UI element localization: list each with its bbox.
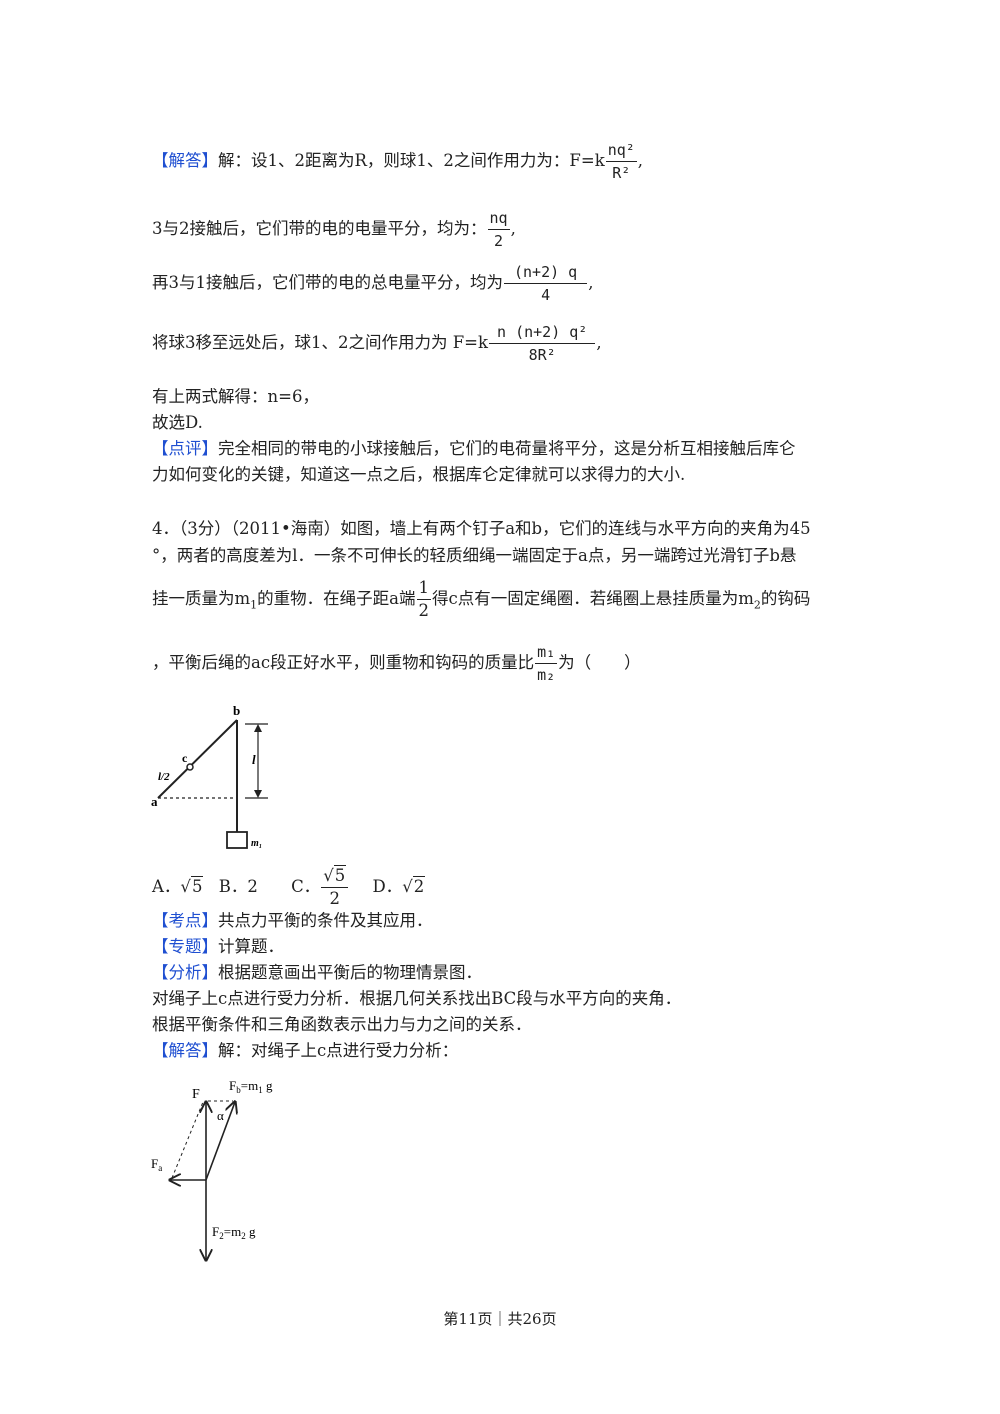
fraction-numerator: √5 xyxy=(321,865,349,888)
fraction-denominator: 2 xyxy=(418,601,430,620)
answer-tag: 【解答】 xyxy=(152,151,218,170)
label-c: c xyxy=(182,751,188,765)
comment-line-2: 力如何变化的关键，知道这一点之后，根据库仑定律就可以求得力的大小. xyxy=(152,465,686,484)
option-b: B．2 xyxy=(218,877,258,896)
label-alpha: α xyxy=(217,1108,224,1123)
solution-line: 【解答】解：对绳子上c点进行受力分析： xyxy=(152,1040,458,1062)
question-text: ，平衡后绳的ac段正好水平，则重物和钩码的质量比 xyxy=(152,653,535,672)
label-m1: m₁ xyxy=(251,838,262,849)
analysis-line-3: 根据平衡条件和三角函数表示出力与力之间的关系． xyxy=(152,1015,532,1034)
topic-line: 【专题】计算题． xyxy=(152,936,284,958)
option-d-label: D． xyxy=(372,877,403,896)
option-c-value: √5 2 xyxy=(321,865,349,909)
knowledge-tag: 【考点】 xyxy=(152,911,218,930)
radicand: 2 xyxy=(412,876,426,896)
page-footer: 第11页｜共26页 xyxy=(443,1310,557,1328)
option-a-label: A． xyxy=(152,877,181,896)
label-half-l: l/2 xyxy=(158,771,170,783)
sqrt-expression: √5 xyxy=(323,865,347,886)
fraction-denominator: R² xyxy=(612,164,631,182)
label-l: l xyxy=(252,752,256,767)
analysis-line-2: 对绳子上c点进行受力分析．根据几何关系找出BC段与水平方向的夹角． xyxy=(152,989,682,1008)
comment-tag: 【点评】 xyxy=(152,439,218,458)
analysis-text: 根据题意画出平衡后的物理情景图． xyxy=(218,963,482,982)
fraction-numerator: 1 xyxy=(416,578,431,600)
label-F2: F2=m2 g xyxy=(212,1224,256,1241)
option-c-label: C． xyxy=(291,877,321,896)
punctuation: , xyxy=(596,333,602,352)
option-a-value: √5 xyxy=(180,876,204,898)
fraction-mass-ratio: m₁ m₂ xyxy=(535,642,558,685)
answer-text-1: 解：设1、2距离为R，则球1、2之间作用力为：F=k xyxy=(218,151,605,170)
punctuation: , xyxy=(637,151,644,170)
fraction-numerator: (n+2) q xyxy=(504,262,588,284)
answer-line-6: 故选D. xyxy=(152,413,203,432)
fraction-denominator: 2 xyxy=(329,889,340,908)
option-d-value: √2 xyxy=(402,876,426,898)
question-figure: b c a l/2 l m₁ xyxy=(151,703,268,849)
force-diagram: F Fb=m1 g α Fa F2=m2 g xyxy=(151,1078,273,1270)
subscript: 2 xyxy=(753,598,761,612)
question-text: 挂一质量为m xyxy=(152,589,251,608)
label-a: a xyxy=(151,794,158,809)
fraction-force-1: nq² R² xyxy=(605,140,637,183)
solution-tag: 【解答】 xyxy=(152,1041,218,1060)
subscript: 1 xyxy=(250,598,258,612)
comment-text-1: 完全相同的带电的小球接触后，它们的电荷量将平分，这是分析互相接触后库仑 xyxy=(218,439,796,458)
question-text: 的钩码 xyxy=(760,589,811,608)
question-text: 得c点有一固定绳圈．若绳圈上悬挂质量为m xyxy=(432,589,754,608)
question-text: 为（ ） xyxy=(558,653,641,672)
comment-line-1: 【点评】完全相同的带电的小球接触后，它们的电荷量将平分，这是分析互相接触后库仑 xyxy=(152,438,796,460)
topic-tag: 【专题】 xyxy=(152,937,218,956)
radicand: 5 xyxy=(190,876,204,896)
answer-line-2: 3与2接触后，它们带的电的电量平分，均为：nq 2, xyxy=(152,208,516,251)
radicand: 5 xyxy=(333,865,347,885)
label-Fb: Fb=m1 g xyxy=(229,1078,273,1095)
sqrt-sign: √ xyxy=(323,866,334,885)
answer-text-3: 再3与1接触后，它们带的电的总电量平分，均为 xyxy=(152,273,503,292)
topic-text: 计算题． xyxy=(218,937,284,956)
fraction-numerator: n (n+2) q² xyxy=(489,322,596,344)
sqrt-sign: √ xyxy=(402,877,413,896)
question-text: 的重物．在绳子距a端 xyxy=(257,589,416,608)
answer-line-3: 再3与1接触后，它们带的电的总电量平分，均为(n+2) q 4, xyxy=(152,262,593,305)
analysis-line-1: 【分析】根据题意画出平衡后的物理情景图． xyxy=(152,962,482,984)
fraction-charge-2: (n+2) q 4 xyxy=(504,262,588,305)
fraction-denominator: 8R² xyxy=(528,346,556,364)
fraction-denominator: 2 xyxy=(494,232,504,250)
fraction-numerator: nq xyxy=(487,208,510,230)
answer-text-2: 3与2接触后，它们带的电的电量平分，均为： xyxy=(152,219,487,238)
solution-text: 解：对绳子上c点进行受力分析： xyxy=(218,1041,459,1060)
analysis-tag: 【分析】 xyxy=(152,963,218,982)
answer-text-4: 将球3移至远处后，球1、2之间作用力为 F=k xyxy=(152,333,489,352)
fraction-numerator: m₁ xyxy=(535,642,558,664)
question-line-2: °，两者的高度差为l．一条不可伸长的轻质细绳一端固定于a点，另一端跨过光滑钉子b… xyxy=(152,546,797,565)
label-F: F xyxy=(192,1087,200,1102)
label-Fa: Fa xyxy=(151,1156,162,1173)
punctuation: , xyxy=(588,273,594,292)
fraction-denominator: m₂ xyxy=(537,666,556,684)
question-line-1: 4．（3分）（2011•海南）如图，墙上有两个钉子a和b，它们的连线与水平方向的… xyxy=(152,519,811,538)
punctuation: , xyxy=(510,219,516,238)
answer-line-5: 有上两式解得：n=6， xyxy=(152,387,319,406)
fraction-charge-1: nq 2 xyxy=(487,208,510,251)
fraction-denominator: 4 xyxy=(541,286,551,304)
fraction-force-2: n (n+2) q² 8R² xyxy=(489,322,596,365)
fraction-numerator: nq² xyxy=(605,140,637,162)
knowledge-point-line: 【考点】共点力平衡的条件及其应用． xyxy=(152,910,433,932)
knowledge-text: 共点力平衡的条件及其应用． xyxy=(218,911,433,930)
label-b: b xyxy=(233,703,240,718)
sqrt-sign: √ xyxy=(180,877,191,896)
